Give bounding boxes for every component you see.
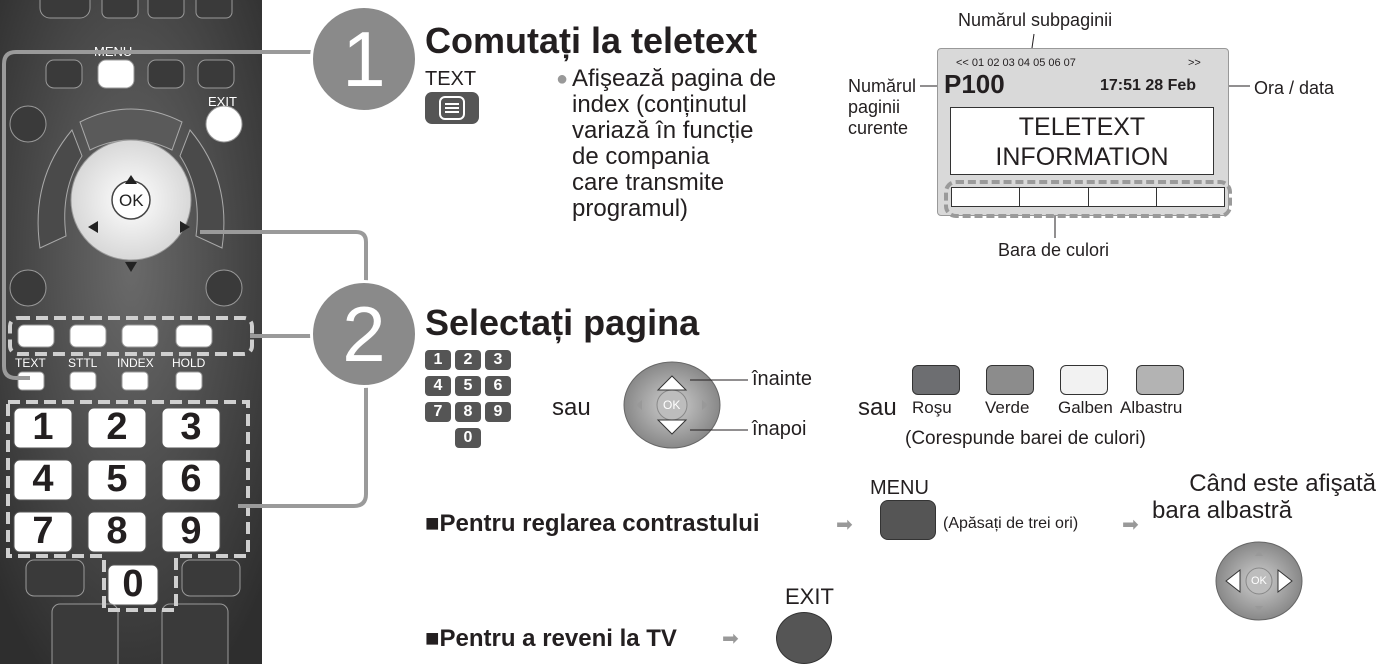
desc-line: index (conținutul: [572, 91, 747, 118]
remote-hold-label: HOLD: [172, 356, 206, 370]
corresponds-label: (Corespunde barei de culori): [905, 428, 1146, 449]
teletext-display: TELETEXT INFORMATION: [950, 107, 1214, 175]
remote-digit-1[interactable]: 1: [32, 406, 54, 448]
key-4: 4: [425, 376, 451, 396]
screen-line: TELETEXT: [1018, 113, 1146, 141]
remote-text-label: TEXT: [15, 356, 46, 370]
remote-digit-8[interactable]: 8: [106, 510, 128, 552]
key-6: 6: [485, 376, 511, 396]
or-label-2: sau: [858, 394, 897, 421]
key-7: 7: [425, 402, 451, 422]
red-label: Roşu: [912, 398, 952, 417]
menu-button: [880, 500, 936, 540]
remote-digit-0[interactable]: 0: [122, 563, 144, 605]
subpage-numbers: << 01 02 03 04 05 06 07: [956, 57, 1076, 69]
remote-sttl-label: STTL: [68, 356, 98, 370]
key-0: 0: [455, 428, 481, 448]
dpad-callouts: [690, 379, 748, 431]
keypad-icon: 1 2 3 4 5 6 7 8 9 0: [425, 350, 525, 460]
key-1: 1: [425, 350, 451, 370]
return-exit-label: EXIT: [785, 584, 834, 609]
exit-button: [776, 612, 832, 664]
remote-digit-5[interactable]: 5: [106, 458, 128, 500]
label-line: paginii: [848, 97, 901, 117]
dpad-ok-label: OK: [663, 398, 681, 412]
green-label: Verde: [985, 398, 1030, 417]
color-slot: [1157, 188, 1224, 206]
remote-digit-7[interactable]: 7: [32, 510, 54, 552]
contrast-label: ■Pentru reglarea contrastului: [425, 510, 760, 537]
arrow-icon: ➡: [836, 514, 853, 536]
time-date: 17:51 28 Feb: [1100, 77, 1197, 94]
teletext-screen: << 01 02 03 04 05 06 07 >> P100 17:51 28…: [937, 48, 1232, 218]
step1-description: ● Afişează pagina de index (conținutul v…: [556, 65, 812, 222]
key-8: 8: [455, 402, 481, 422]
dpad-graphic: [623, 361, 721, 449]
remote-digit-3[interactable]: 3: [180, 406, 202, 448]
color-slot: [1020, 188, 1089, 206]
color-slot: [952, 188, 1021, 206]
desc-line: Afişează pagina de: [572, 65, 777, 92]
note-line: Când este afişată: [1189, 470, 1376, 497]
yellow-button: [1060, 365, 1108, 395]
key-3: 3: [485, 350, 511, 370]
page-number: P100: [944, 69, 1005, 99]
remote-digit-2[interactable]: 2: [106, 406, 128, 448]
blue-label: Albastru: [1120, 398, 1183, 417]
remote-index-label: INDEX: [117, 356, 154, 370]
return-tv-label: ■Pentru a reveni la TV: [425, 625, 677, 652]
key-5: 5: [455, 376, 481, 396]
desc-line: variază în funcție: [572, 117, 754, 144]
or-label-1: sau: [552, 394, 591, 421]
subpage-next-arrow: >>: [1188, 57, 1201, 69]
remote-digit-4[interactable]: 4: [32, 458, 54, 500]
color-slot: [1089, 188, 1157, 206]
back-label: înapoi: [752, 418, 807, 440]
subpage-label: Numărul subpaginii: [958, 10, 1113, 30]
forward-label: înainte: [752, 368, 813, 390]
step1-text-button-label: TEXT: [425, 68, 477, 90]
remote-exit-label: EXIT: [208, 94, 237, 109]
blue-dpad-icon: OK: [1214, 540, 1304, 622]
red-button: [912, 365, 960, 395]
dpad-icon: OK: [622, 360, 722, 450]
desc-line: de compania: [572, 143, 710, 170]
step2-title: Selectați pagina: [425, 302, 700, 343]
remote-body: [0, 0, 262, 669]
arrow-icon: ➡: [722, 628, 739, 650]
green-button: [986, 365, 1034, 395]
remote-ok-label: OK: [119, 191, 144, 210]
contrast-menu-label: MENU: [870, 477, 929, 499]
press-note: (Apăsați de trei ori): [943, 515, 1079, 532]
blue-dpad-ok-label: OK: [1251, 575, 1267, 587]
step-1-badge: 1: [310, 5, 418, 113]
key-9: 9: [485, 402, 511, 422]
desc-line: programul): [572, 195, 689, 222]
remote-control: MENU EXIT OK TEXT STTL INDEX HOLD 1 2 3 …: [0, 0, 262, 669]
blue-button: [1136, 365, 1184, 395]
time-label: Ora / data: [1254, 78, 1335, 98]
desc-line: care transmite: [572, 169, 725, 196]
screen-line: INFORMATION: [995, 143, 1169, 171]
teletext-icon: [439, 96, 465, 120]
bullet: ●: [556, 68, 569, 90]
text-button[interactable]: [425, 92, 479, 124]
color-bar-label: Bara de culori: [998, 240, 1110, 260]
blue-dpad-graphic: [1215, 541, 1303, 621]
arrow-icon: ➡: [1122, 514, 1139, 536]
color-bar: [944, 180, 1232, 218]
key-2: 2: [455, 350, 481, 370]
remote-digit-9[interactable]: 9: [180, 510, 202, 552]
remote-digit-6[interactable]: 6: [180, 458, 202, 500]
step1-title: Comutați la teletext: [425, 20, 758, 61]
current-page-label: Numărul paginii curente: [848, 76, 916, 139]
blue-bar-note: Când este afişată bara albastră: [1150, 470, 1376, 524]
step-2-badge: 2: [310, 280, 418, 388]
label-line: Numărul: [848, 76, 917, 96]
note-line: bara albastră: [1152, 497, 1293, 524]
label-line: curente: [848, 118, 909, 138]
yellow-label: Galben: [1058, 398, 1113, 417]
